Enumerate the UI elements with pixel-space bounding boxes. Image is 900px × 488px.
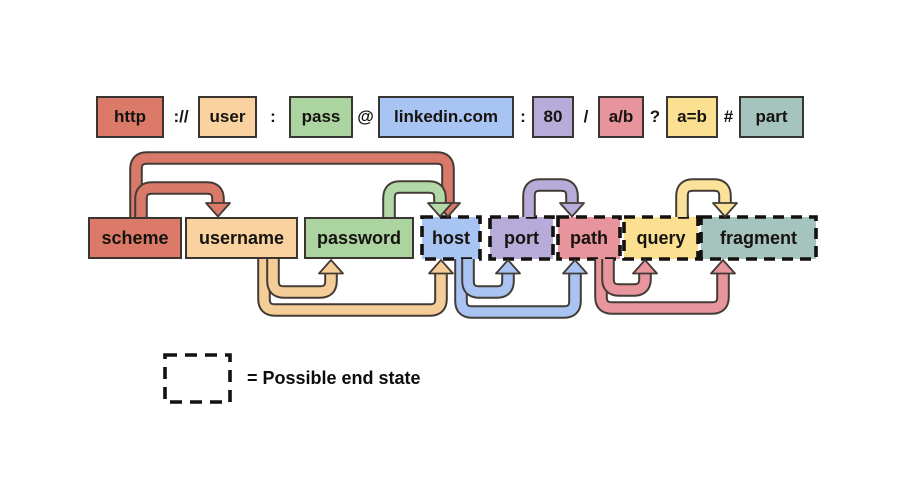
url-separator-sep-user: : bbox=[270, 107, 276, 126]
state-box-username: username bbox=[185, 217, 298, 259]
transition-arrow-password-to-host bbox=[382, 180, 453, 218]
url-part-box-part: part bbox=[739, 96, 804, 138]
state-box-host: host bbox=[422, 217, 480, 259]
transition-arrow-port-to-path bbox=[522, 178, 585, 218]
url-part-box-pass: pass bbox=[289, 96, 353, 138]
transition-arrow-scheme-to-host bbox=[129, 151, 461, 218]
url-part-box-ab: a/b bbox=[598, 96, 644, 138]
transition-arrow-path-to-query bbox=[601, 259, 658, 297]
transition-arrow-scheme-to-username bbox=[134, 181, 231, 218]
state-box-path: path bbox=[558, 217, 620, 259]
state-box-fragment: fragment bbox=[701, 217, 816, 259]
transition-arrow-username-to-password bbox=[266, 259, 344, 299]
url-part-box-user: user bbox=[198, 96, 257, 138]
end-state-legend-swatch bbox=[163, 353, 232, 404]
state-box-port: port bbox=[490, 217, 553, 259]
url-separator-sep-port: / bbox=[583, 107, 589, 126]
state-box-scheme: scheme bbox=[88, 217, 182, 259]
url-part-box-http: http bbox=[96, 96, 164, 138]
url-part-box-aeqb: a=b bbox=[666, 96, 718, 138]
state-box-password: password bbox=[304, 217, 414, 259]
url-separator-sep-host: : bbox=[520, 107, 526, 126]
url-separator-sep-path: ? bbox=[649, 107, 661, 126]
transition-arrow-path-to-fragment bbox=[594, 259, 736, 315]
url-part-box-linkedin: linkedin.com bbox=[378, 96, 514, 138]
url-separator-sep-query: # bbox=[723, 107, 734, 126]
url-part-box-port80: 80 bbox=[532, 96, 574, 138]
transition-arrow-host-to-path bbox=[454, 259, 588, 319]
transition-arrow-username-to-host bbox=[257, 259, 454, 317]
legend-label: = Possible end state bbox=[247, 368, 421, 388]
state-box-query: query bbox=[624, 217, 698, 259]
url-separator-sep-scheme: :// bbox=[173, 107, 189, 126]
url-example-row: http://user:pass@linkedin.com:80/a/b?a=b… bbox=[0, 96, 900, 138]
transition-arrow-query-to-fragment bbox=[675, 178, 738, 218]
url-separator-sep-pass: @ bbox=[357, 107, 374, 126]
transition-arrow-host-to-port bbox=[461, 259, 521, 299]
